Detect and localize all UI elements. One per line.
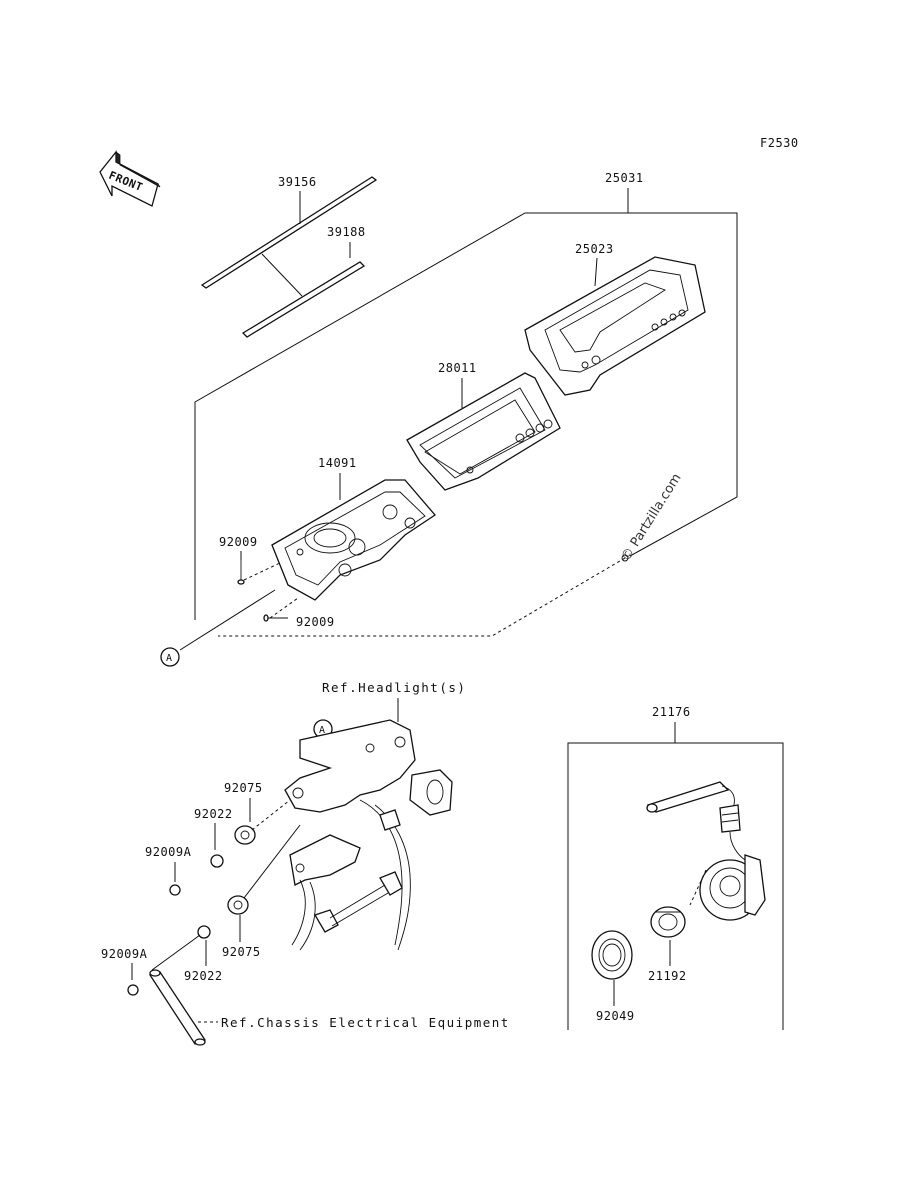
- part-39156-sheet: [200, 176, 378, 289]
- figure-code: F2530: [760, 136, 799, 150]
- label-92049: 92049: [596, 1009, 635, 1023]
- front-arrow-icon: FRONT: [99, 150, 161, 207]
- part-92009-screw-top: [237, 560, 245, 585]
- label-21176: 21176: [652, 705, 691, 719]
- label-25023: 25023: [575, 242, 614, 256]
- callout-a-circle-top: [160, 647, 180, 667]
- part-92022-washer-top: [210, 854, 224, 868]
- label-39188: 39188: [327, 225, 366, 239]
- headlight-bracket: [284, 719, 453, 951]
- label-92075-bottom: 92075: [222, 945, 261, 959]
- part-39188-strip: [241, 261, 366, 338]
- ref-chassis-label: Ref.Chassis Electrical Equipment: [221, 1015, 510, 1030]
- label-39156: 39156: [278, 175, 317, 189]
- part-92022-washer-bottom: [197, 925, 211, 939]
- part-92009-screw-bottom: [263, 614, 288, 622]
- part-21176-speed-sensor: [646, 781, 766, 921]
- part-92049-seal: [591, 930, 633, 980]
- rod: [148, 969, 206, 1046]
- label-92022-top: 92022: [194, 807, 233, 821]
- label-25031: 25031: [605, 171, 644, 185]
- label-92022-bottom: 92022: [184, 969, 223, 983]
- label-92009-bottom: 92009: [296, 615, 335, 629]
- label-92009-top: 92009: [219, 535, 258, 549]
- label-21192: 21192: [648, 969, 687, 983]
- label-92009A-bottom: 92009A: [101, 947, 148, 961]
- label-28011: 28011: [438, 361, 477, 375]
- part-92075-grommet-bottom: [227, 895, 249, 915]
- label-14091: 14091: [318, 456, 357, 470]
- callout-a-label-bottom: A: [319, 725, 326, 736]
- label-92075-top: 92075: [224, 781, 263, 795]
- part-14091-meter-case: [271, 479, 436, 601]
- callout-a-label-top: A: [166, 653, 173, 664]
- part-21192-gear: [650, 906, 686, 938]
- part-92009A-bolt-top: [169, 884, 181, 896]
- part-92075-grommet-top: [234, 825, 256, 845]
- label-92009A-top: 92009A: [145, 845, 192, 859]
- part-25023-meter-cover: [524, 256, 706, 396]
- part-28011-meter-unit: [406, 372, 561, 491]
- part-92009A-bolt-bottom: [127, 984, 139, 996]
- ref-headlight-label: Ref.Headlight(s): [322, 680, 466, 695]
- watermark: © Partzilla.com: [619, 471, 685, 564]
